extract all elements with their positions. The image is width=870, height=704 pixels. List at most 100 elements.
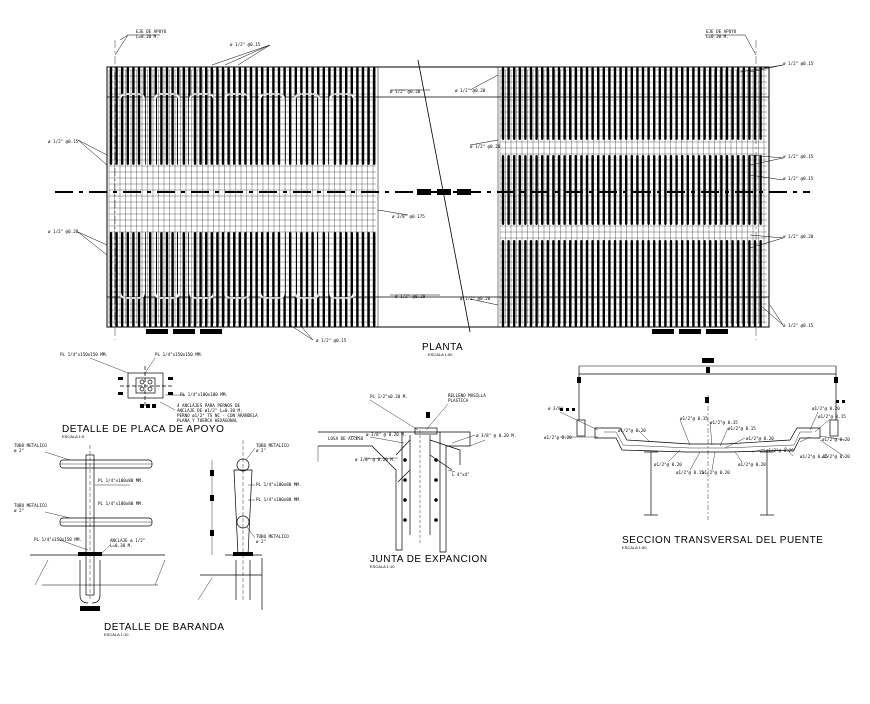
rebar xyxy=(613,240,617,327)
rebar xyxy=(686,240,689,327)
rebar xyxy=(126,67,129,165)
baranda-right-labels: TUBO METALICO ø 2" PL 1/4"x100x80 MM. PL… xyxy=(104,443,301,637)
baranda-anclaje: ANCLAJE ø 1/2" xyxy=(110,538,145,543)
rebar xyxy=(653,240,656,327)
rebar xyxy=(507,240,510,327)
junta-labels: PL 1/2"x0.20 M. RELLENO MASILLA PLASTICA… xyxy=(328,393,516,569)
rebar xyxy=(165,232,169,327)
rebar xyxy=(210,232,213,327)
rebar xyxy=(613,67,617,140)
rebar xyxy=(272,67,275,165)
rebar xyxy=(597,67,600,140)
rebar xyxy=(737,240,740,327)
rebar xyxy=(759,240,762,327)
rebar xyxy=(753,67,757,140)
placa-labels: PL 1/4"x150x150 MM. PL 1/4"x150x150 MM. … xyxy=(60,352,258,439)
junta-relleno: RELLENO MASILLA xyxy=(448,393,486,398)
seccion-note-p: ø1/2"@ 0.20 xyxy=(822,437,850,442)
detail-baranda-elevation xyxy=(30,445,166,611)
baranda-anclaje-2: L=0.30 M. xyxy=(110,543,133,548)
rebar xyxy=(737,67,740,140)
rebar xyxy=(552,240,555,327)
note-eje-left-2: L=0.30 M. xyxy=(136,34,159,39)
rebar xyxy=(350,232,353,327)
rebar xyxy=(703,67,706,140)
note-right-lower: ø 1/2" @0.20 xyxy=(783,234,814,239)
rebar-loop xyxy=(189,232,215,299)
note-top-left: ø 1/2" @0.15 xyxy=(230,42,261,47)
rebar xyxy=(501,240,505,327)
rebar xyxy=(160,67,163,165)
plan-outline xyxy=(106,66,770,328)
rebar xyxy=(513,67,516,140)
rebar-loop xyxy=(189,93,215,165)
rebar xyxy=(664,67,667,140)
rebar xyxy=(501,67,505,140)
seccion-note-g: ø1/2"@ 0.20 xyxy=(618,428,646,433)
rebar xyxy=(261,232,264,327)
rebar xyxy=(244,67,247,165)
note-top-mid: ø 1/2" @0.20 xyxy=(390,89,421,94)
junta-bar-2: ø 3/8" @ 0.20 M. xyxy=(476,433,516,438)
rebar xyxy=(132,232,135,327)
rebar xyxy=(585,67,589,140)
rebar xyxy=(529,240,533,327)
note-left-upper: ø 1/2" @0.15 xyxy=(48,139,79,144)
seccion-note-o: ø1/2"@ 0.15 xyxy=(818,414,846,419)
rebar xyxy=(361,232,365,327)
rebar xyxy=(697,67,701,140)
rebar xyxy=(524,67,527,140)
baranda-pl-1: PL 1/4"x100x80 MM. xyxy=(98,478,143,483)
rebar xyxy=(669,67,673,140)
rebar xyxy=(619,67,622,140)
baranda-pl-2: PL 1/4"x100x80 MM. xyxy=(98,501,143,506)
rebar xyxy=(692,240,695,327)
rebar xyxy=(580,67,583,140)
rebar xyxy=(238,67,241,165)
rebar xyxy=(653,67,656,140)
rebar xyxy=(193,232,197,327)
rebar xyxy=(753,240,757,327)
junta-pl: PL 1/2"x0.20 M. xyxy=(370,394,408,399)
rebar xyxy=(720,240,723,327)
detail-junta-expancion xyxy=(317,399,486,553)
baranda-r-tubo-1b: ø 2" xyxy=(256,448,266,453)
baranda-r-tubo-1: TUBO METALICO xyxy=(256,443,289,448)
rebar xyxy=(664,240,667,327)
seccion-note-h: ø1/2"@ 0.20 xyxy=(654,462,682,467)
rebar xyxy=(709,67,712,140)
rebar xyxy=(714,67,717,140)
rebar xyxy=(322,67,325,165)
rebar xyxy=(182,232,185,327)
title-seccion: SECCION TRANSVERSAL DEL PUENTE xyxy=(622,535,823,546)
scale-baranda: ESCALA 1:10 xyxy=(104,632,129,637)
rebar xyxy=(233,67,236,165)
detail-seccion-transversal xyxy=(559,358,846,520)
rebar xyxy=(720,67,723,140)
rebar xyxy=(731,240,734,327)
seccion-note-a: ø 3/8" xyxy=(548,406,563,411)
placa-note-2: PL 1/4"x150x150 MM. xyxy=(155,352,203,357)
seccion-note-q: ø1/2"@ 0.20 xyxy=(822,454,850,459)
seccion-note-i: ø1/2"@ 0.15 xyxy=(676,470,704,475)
detail-placa-apoyo xyxy=(89,357,185,411)
rebar xyxy=(233,232,236,327)
scale-seccion: ESCALA 1:50 xyxy=(622,545,647,550)
rebar xyxy=(333,232,337,327)
rebar xyxy=(703,240,706,327)
rebar xyxy=(255,67,258,165)
rebar xyxy=(619,240,622,327)
rebar xyxy=(725,67,729,140)
rebar xyxy=(569,240,572,327)
title-placa: DETALLE DE PLACA DE APOYO xyxy=(62,424,224,435)
rebar xyxy=(238,232,241,327)
plan-dash-marks xyxy=(146,189,728,334)
seccion-labels: ø 3/8" ø1/2"@ 0.20 ø1/2"@ 0.15 ø1/2"@ 0.… xyxy=(544,406,850,550)
rebar xyxy=(675,240,678,327)
note-eje-left: EJE DE APOYO xyxy=(136,29,167,34)
plan-leaders xyxy=(77,34,784,341)
baranda-r-pl-1: PL 1/4"x100x80 MM. xyxy=(256,482,301,487)
rebar xyxy=(277,232,281,327)
rebar xyxy=(748,240,751,327)
